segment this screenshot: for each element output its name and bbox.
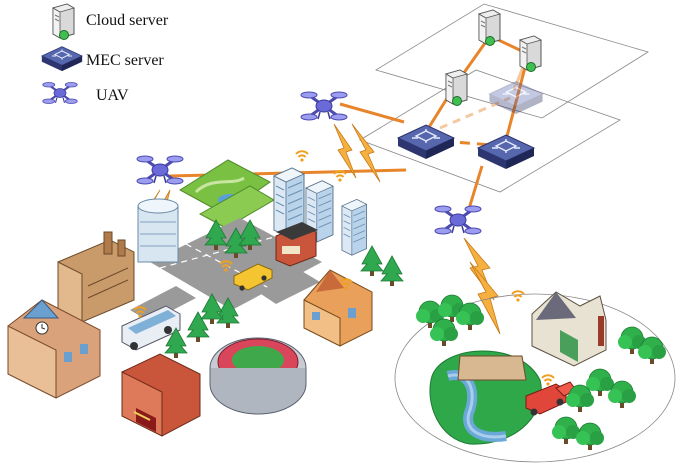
mec-server-faded — [488, 80, 544, 115]
fire-station — [121, 353, 201, 437]
rural-area — [394, 290, 676, 463]
office-tower-3 — [341, 199, 368, 256]
cloud-server-right — [519, 35, 542, 72]
river-hill — [429, 350, 542, 445]
legend-label-cloud-server: Cloud server — [86, 12, 169, 29]
uav-right — [433, 204, 483, 236]
school-building — [7, 299, 101, 399]
round-tower — [137, 198, 179, 263]
uav-icon — [41, 81, 79, 105]
city-area — [7, 150, 404, 437]
mec-server-left — [397, 124, 455, 160]
legend-label-mec-server: MEC server — [86, 52, 164, 69]
legend: Cloud server MEC server UAV — [41, 3, 169, 105]
legend-label-uav: UAV — [96, 87, 129, 104]
server-layers — [359, 3, 649, 193]
cloud-server-icon — [52, 3, 75, 40]
mec-server-icon — [41, 46, 83, 72]
stadium — [209, 337, 307, 415]
park — [179, 159, 271, 215]
shop-building — [275, 222, 318, 267]
taxi — [233, 263, 273, 291]
cloud-server-left — [445, 69, 468, 106]
uav-left — [135, 154, 185, 186]
farmhouse — [531, 291, 607, 367]
cloud-layer-plane — [375, 3, 649, 119]
uav-top — [299, 90, 349, 122]
townhouse — [303, 269, 373, 347]
rural-boundary — [394, 293, 676, 463]
bus — [121, 305, 181, 351]
mec-layer-plane — [359, 69, 621, 193]
factory-building — [57, 231, 135, 323]
cloud-server-top — [478, 9, 501, 46]
mec-server-right — [477, 134, 535, 170]
